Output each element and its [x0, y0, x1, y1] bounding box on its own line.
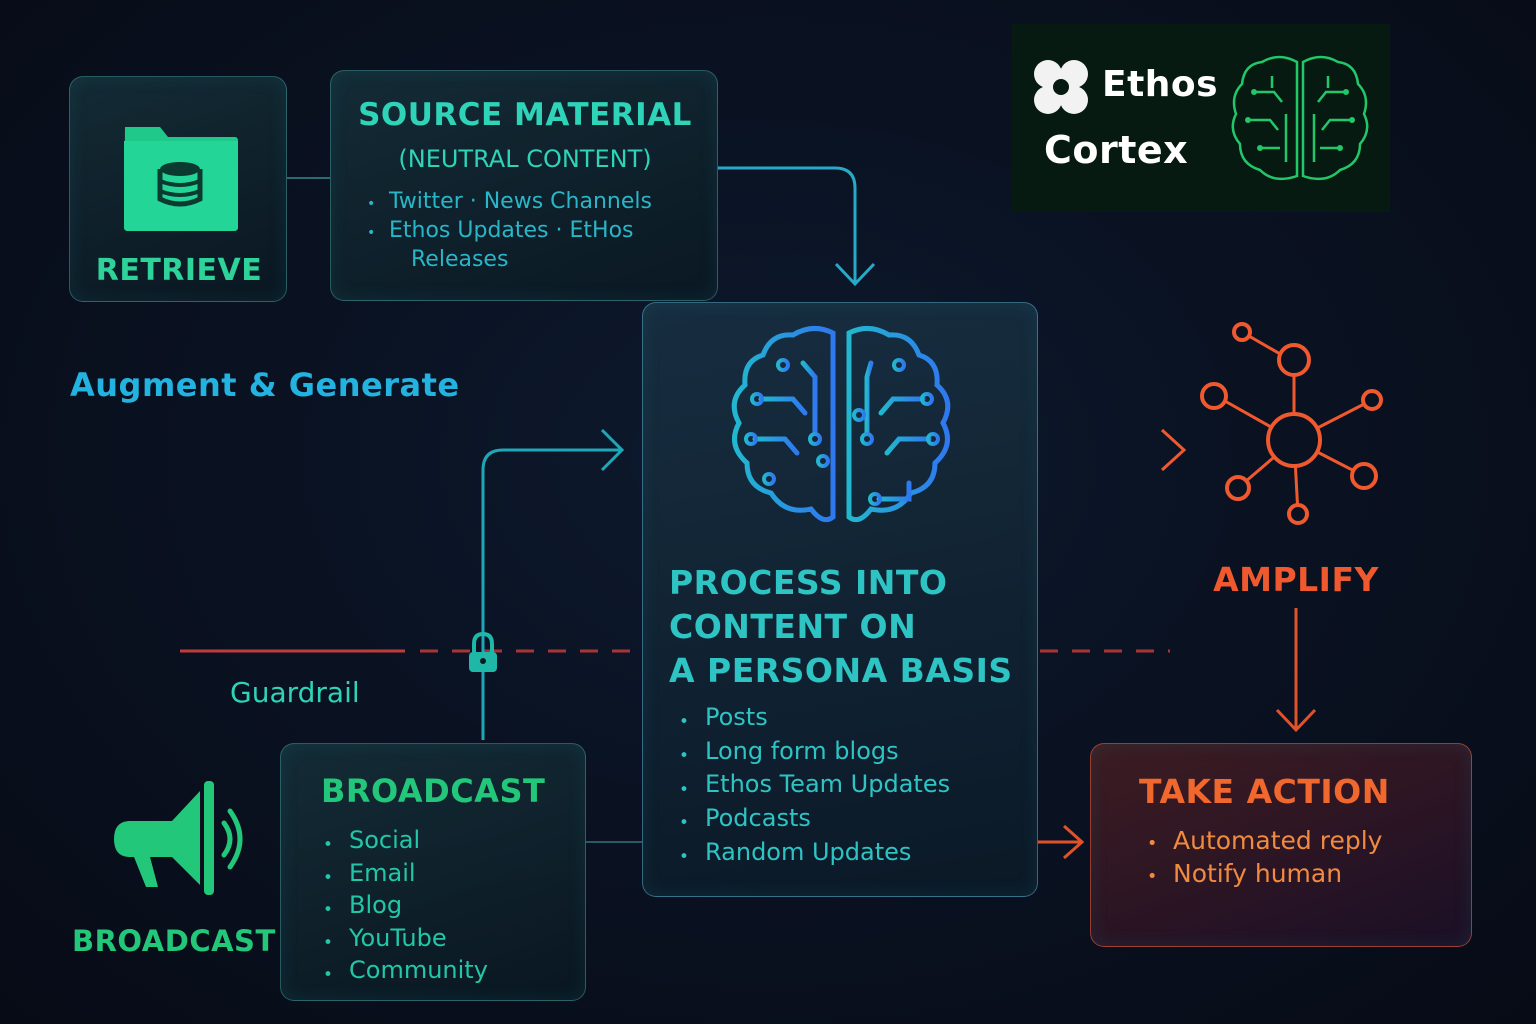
arrowhead-process-to-action [1063, 824, 1085, 860]
source-material-box: SOURCE MATERIAL (NEUTRAL CONTENT) •Twitt… [330, 70, 718, 301]
amplify-label: AMPLIFY [1213, 560, 1379, 599]
list-item: Notify human [1143, 857, 1382, 894]
arrowhead-process-to-amplify [1160, 428, 1187, 472]
list-item: Blog [319, 889, 488, 925]
arrowhead-source-to-process [834, 262, 876, 287]
list-item: Community [319, 954, 488, 990]
augment-generate-label: Augment & Generate [70, 366, 460, 404]
take-action-list: Automated reply Notify human [1143, 824, 1382, 894]
list-item: Podcasts [675, 802, 950, 840]
arrow-augment [481, 448, 622, 740]
ethos-logo-mark-icon [1034, 60, 1088, 114]
database-folder-icon [124, 127, 238, 231]
list-item: Email [319, 857, 488, 893]
network-nodes-icon [1200, 322, 1383, 525]
list-item: Automated reply [1143, 824, 1382, 861]
process-title-line-3: A PERSONA BASIS [669, 651, 1013, 690]
list-item: Random Updates [675, 836, 950, 874]
arrowhead-amplify-to-action [1275, 708, 1317, 733]
list-item: Ethos Team Updates [675, 768, 950, 806]
retrieve-label: RETRIEVE [95, 253, 263, 288]
process-list: Posts Long form blogs Ethos Team Updates… [675, 701, 950, 874]
list-item: Long form blogs [675, 735, 950, 773]
arrow-source-to-process [718, 166, 857, 282]
logo-text-ethos: Ethos [1102, 64, 1219, 105]
lock-icon [469, 631, 497, 672]
take-action-box: TAKE ACTION Automated reply Notify human [1090, 743, 1472, 947]
logo-text-cortex: Cortex [1044, 128, 1189, 172]
source-line-2: •Ethos Updates · EtHos [367, 218, 634, 243]
brain-circuit-icon [731, 326, 951, 523]
arrowhead-augment [600, 428, 625, 472]
broadcast-icon-label: BROADCAST [72, 924, 276, 958]
source-title: SOURCE MATERIAL [358, 97, 692, 133]
process-title-line-2: CONTENT ON [669, 607, 917, 646]
process-box: PROCESS INTO CONTENT ON A PERSONA BASIS … [642, 302, 1038, 897]
brain-logo-icon [1231, 55, 1369, 181]
broadcast-title: BROADCAST [321, 772, 546, 810]
source-line-1: •Twitter · News Channels [367, 189, 652, 214]
guardrail-label: Guardrail [230, 676, 360, 709]
source-subtitle: (NEUTRAL CONTENT) [398, 145, 652, 173]
process-title-line-1: PROCESS INTO [669, 563, 948, 602]
broadcast-box: BROADCAST Social Email Blog YouTube Comm… [280, 743, 586, 1001]
list-item: Social [319, 824, 488, 860]
list-item: Posts [675, 701, 950, 739]
list-item: YouTube [319, 922, 488, 958]
broadcast-list: Social Email Blog YouTube Community [319, 824, 488, 990]
retrieve-box: RETRIEVE [69, 76, 287, 302]
megaphone-icon [114, 781, 243, 895]
take-action-title: TAKE ACTION [1139, 772, 1390, 811]
source-line-3: Releases [411, 247, 509, 272]
logo-panel: Ethos Cortex [1012, 24, 1390, 212]
